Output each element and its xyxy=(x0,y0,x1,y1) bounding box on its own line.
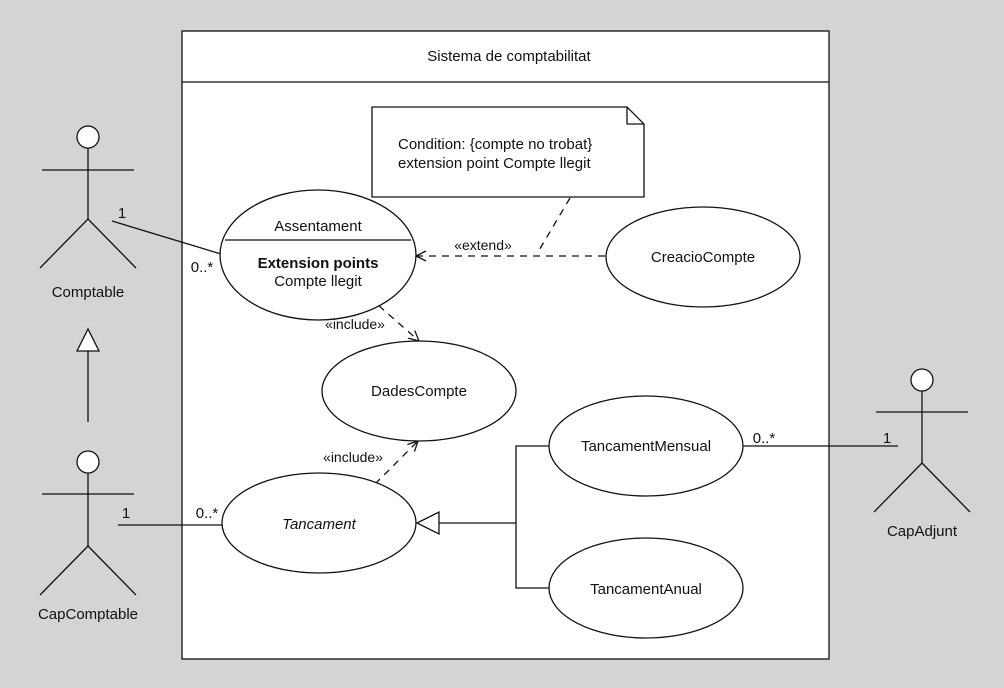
actor-generalization xyxy=(75,327,101,422)
include-dependency-arrow-1 xyxy=(368,296,419,341)
actor-generalization-triangle xyxy=(75,327,101,352)
note-anchor-line xyxy=(537,197,571,253)
extend-label: «extend» xyxy=(454,237,512,253)
actor-comptable-left-leg xyxy=(39,218,89,269)
generalization-triangle xyxy=(415,510,440,536)
use-case-tancamentanual-label: TancamentAnual xyxy=(590,581,702,598)
actor-capadjunt-label: CapAdjunt xyxy=(887,523,958,540)
actor-capadjunt: CapAdjunt xyxy=(873,368,971,540)
use-case-tancamentmensual-label: TancamentMensual xyxy=(581,438,711,455)
multiplicity-capcomptable-actor: 1 xyxy=(122,505,130,522)
use-case-tancament-ellipse xyxy=(221,472,417,574)
note-fold xyxy=(626,107,644,125)
use-case-tancamentanual: TancamentAnual xyxy=(548,537,744,639)
note-body xyxy=(371,106,645,198)
use-case-tancamentmensual-ellipse xyxy=(548,395,744,497)
multiplicity-capadjunt-actor: 1 xyxy=(883,430,891,447)
actor-comptable: Comptable xyxy=(39,125,137,301)
multiplicity-capadjunt-usecase: 0..* xyxy=(753,430,776,447)
stick-figure-icon xyxy=(873,368,971,513)
system-title: Sistema de comptabilitat xyxy=(427,48,591,65)
stick-figure-icon xyxy=(39,450,137,596)
include-label-1: «include» xyxy=(325,316,385,332)
use-case-dadescompte-ellipse xyxy=(321,340,517,442)
stick-figure-icon xyxy=(39,125,137,269)
use-case-creaciocompte-ellipse xyxy=(605,206,801,308)
include-label-2: «include» xyxy=(323,449,383,465)
use-case-tancament-label: Tancament xyxy=(282,516,356,533)
use-case-assentament-ellipse xyxy=(219,189,417,321)
use-case-tancamentmensual: TancamentMensual xyxy=(548,395,744,497)
use-case-assentament-label: Assentament xyxy=(274,218,362,235)
actor-capcomptable-head xyxy=(76,450,100,474)
use-case-generalization xyxy=(415,445,549,589)
extension-point-label: Compte llegit xyxy=(274,273,362,290)
use-case-tancamentanual-ellipse xyxy=(548,537,744,639)
include-dependency-arrow-2 xyxy=(374,441,418,485)
actor-capcomptable-left-leg xyxy=(39,545,89,596)
generalization-branch-line xyxy=(515,445,549,589)
actor-capadjunt-right-leg xyxy=(921,462,971,513)
use-case-assentament: Assentament Extension points Compte lleg… xyxy=(219,189,417,321)
note-condition-text: Condition: {compte no trobat} xyxy=(398,136,592,153)
use-case-creaciocompte-label: CreacioCompte xyxy=(651,249,755,266)
multiplicity-comptable-usecase: 0..* xyxy=(191,259,214,276)
actor-capadjunt-head xyxy=(910,368,934,392)
extension-points-title: Extension points xyxy=(258,255,379,272)
note-extension-text: extension point Compte llegit xyxy=(398,155,591,172)
multiplicity-comptable-actor: 1 xyxy=(118,205,126,222)
use-case-dadescompte-label: DadesCompte xyxy=(371,383,467,400)
actor-comptable-label: Comptable xyxy=(52,284,125,301)
multiplicity-capcomptable-usecase: 0..* xyxy=(196,505,219,522)
actor-capadjunt-left-leg xyxy=(873,462,923,513)
actor-capcomptable-label: CapComptable xyxy=(38,606,138,623)
constraint-note: Condition: {compte no trobat} extension … xyxy=(371,106,645,198)
use-case-creaciocompte: CreacioCompte xyxy=(605,206,801,308)
use-case-dadescompte: DadesCompte xyxy=(321,340,517,442)
actor-comptable-head xyxy=(76,125,100,149)
association-comptable-assentament xyxy=(111,220,222,255)
actor-comptable-right-leg xyxy=(87,218,137,269)
actor-capcomptable: CapComptable xyxy=(38,450,138,623)
use-case-tancament: Tancament xyxy=(221,472,417,574)
actor-capcomptable-right-leg xyxy=(87,545,137,596)
